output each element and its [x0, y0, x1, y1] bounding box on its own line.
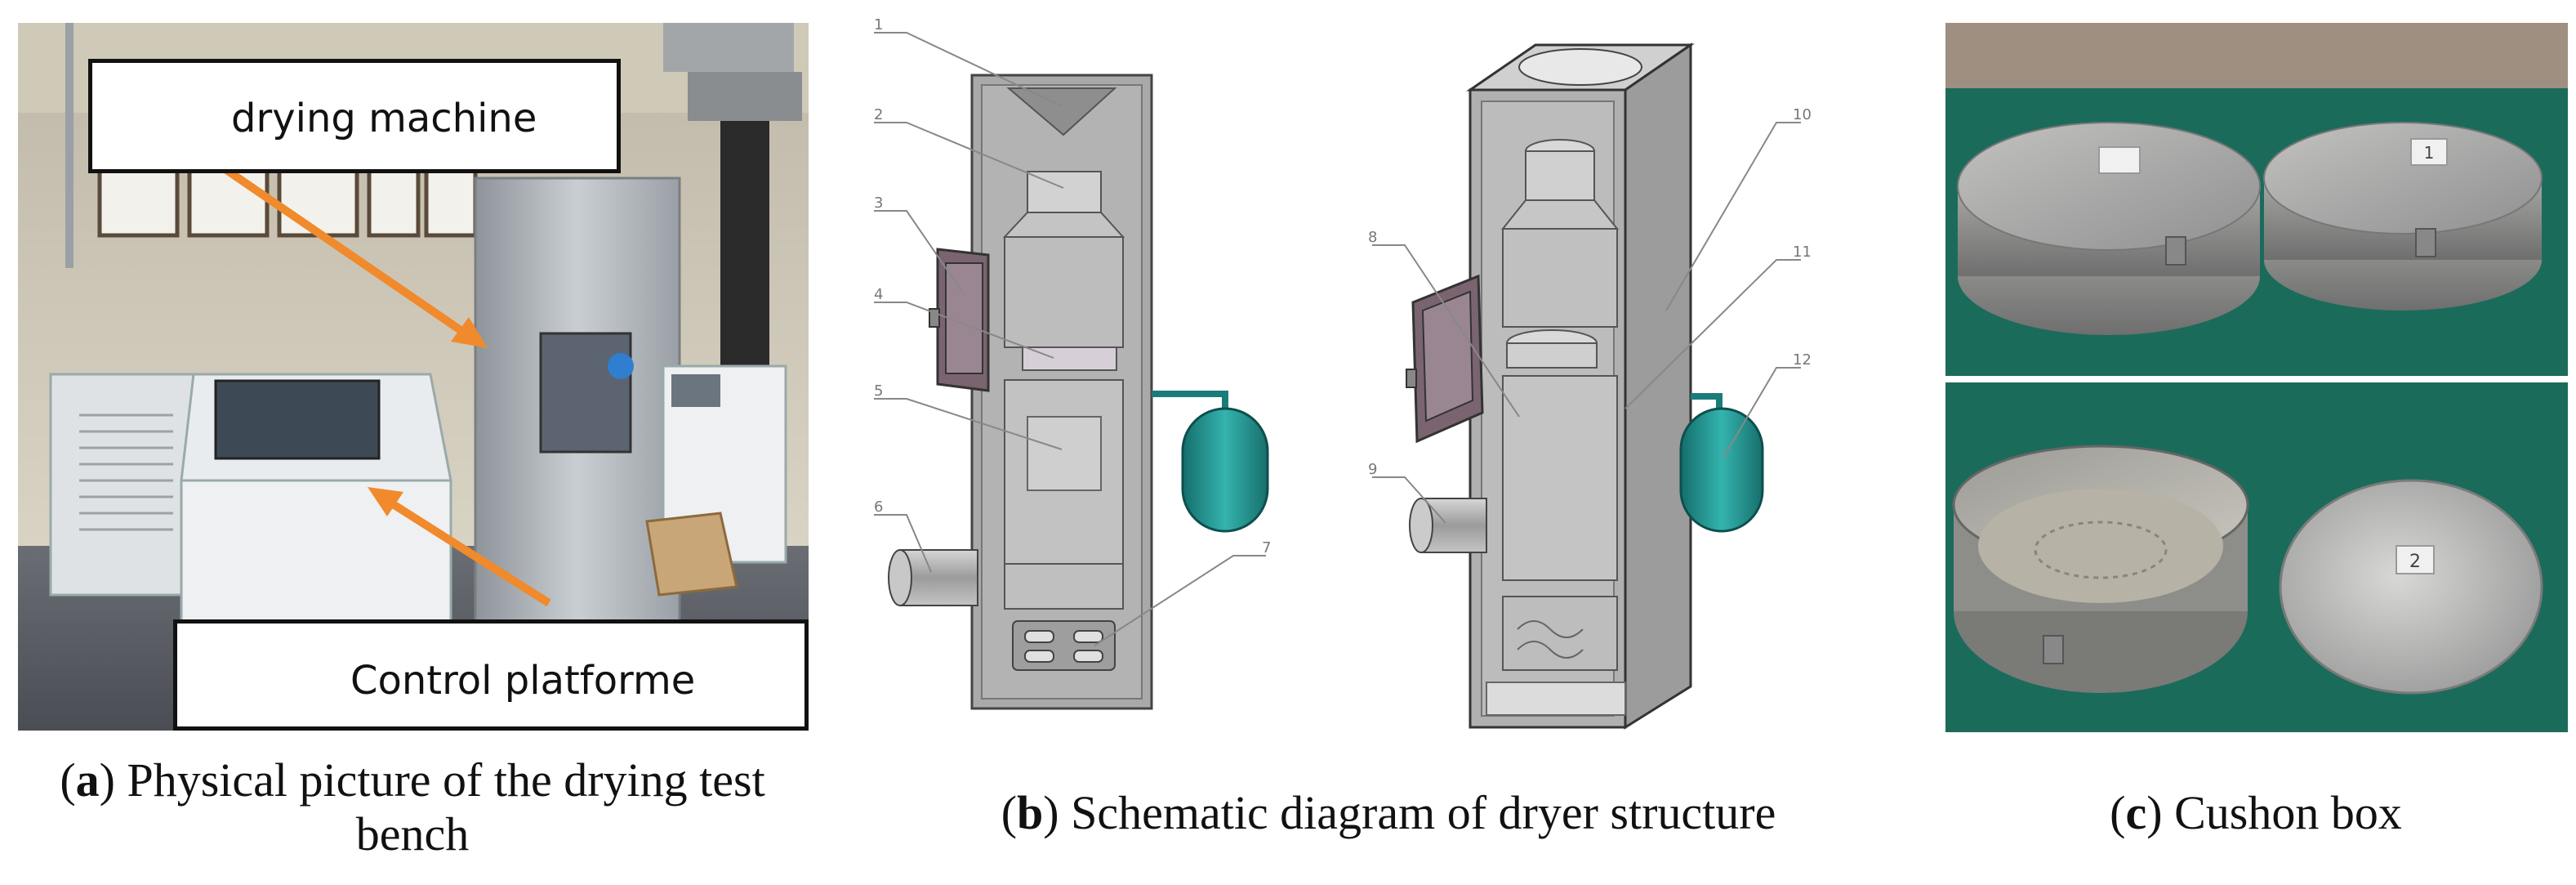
caption-a-text: Physical picture of the drying test benc… [114, 753, 765, 860]
part-number-9: 9 [1368, 461, 1377, 478]
closed-boxes-drawing: 1 [1945, 23, 2568, 376]
part-number-12: 12 [1793, 351, 1812, 369]
caption-c-letter: c [2125, 786, 2147, 839]
drying-test-bench-photo: drying machine Control platforme [18, 23, 809, 731]
box-label-2: 2 [2409, 552, 2421, 572]
caption-c: (c) Cushon box [2110, 786, 2402, 839]
control-platform-callout: Control platforme [173, 619, 809, 731]
drying-machine-label: drying machine [231, 96, 537, 141]
panel-b: 1 2 3 4 5 6 7 [841, 0, 1936, 885]
part-number-6: 6 [874, 498, 883, 516]
front-leader-lines [874, 32, 1266, 646]
part-number-3: 3 [874, 194, 883, 212]
part-number-2: 2 [874, 106, 883, 123]
caption-b: (b) Schematic diagram of dryer structure [1001, 786, 1776, 839]
control-platform-label: Control platforme [350, 658, 696, 704]
open-box-drawing: 2 [1945, 382, 2568, 732]
cushion-box-closed-photo: 1 [1945, 23, 2568, 376]
cushion-box-open-photo: 2 [1945, 382, 2568, 732]
dryer-front-view [888, 74, 1269, 710]
panel-a: drying machine Control platforme (a) Phy… [0, 0, 825, 885]
caption-a: (a) Physical picture of the drying test … [60, 753, 765, 860]
part-number-7: 7 [1262, 539, 1271, 556]
part-number-1: 1 [874, 16, 883, 34]
drying-machine-callout: drying machine [88, 59, 621, 173]
part-number-4: 4 [874, 286, 883, 303]
dryer-structure-diagram: 1 2 3 4 5 6 7 [874, 16, 1812, 730]
caption-a-letter: a [75, 753, 100, 807]
part-number-11: 11 [1793, 244, 1812, 261]
iso-leader-lines [1372, 122, 1801, 524]
panel-c: 1 [1936, 0, 2576, 885]
caption-b-text: Schematic diagram of dryer structure [1058, 786, 1776, 839]
part-number-10: 10 [1793, 106, 1812, 123]
part-number-5: 5 [874, 382, 883, 400]
dryer-isometric-view [1406, 42, 1764, 730]
caption-c-text: Cushon box [2162, 786, 2402, 839]
part-number-8: 8 [1368, 229, 1377, 246]
caption-b-letter: b [1017, 786, 1044, 839]
box-label-1: 1 [2424, 143, 2435, 163]
